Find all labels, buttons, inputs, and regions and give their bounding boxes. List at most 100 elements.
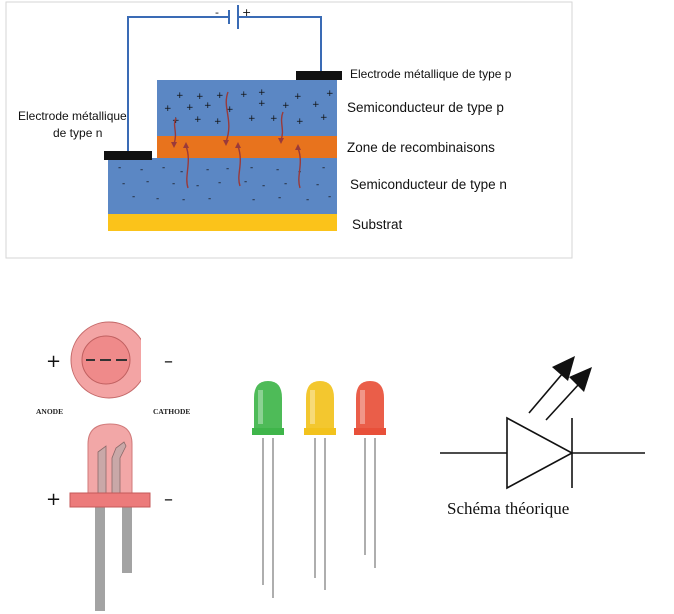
led-side-plus: + <box>46 489 61 510</box>
hole-charges: +++++++++++++++++++++ <box>164 88 334 127</box>
hole-charge: + <box>282 101 290 111</box>
electron-charge: - <box>206 165 209 175</box>
arrow-p-1 <box>173 117 177 145</box>
electron-charge: - <box>250 163 253 173</box>
electron-charge: - <box>276 165 279 175</box>
hole-charge: + <box>226 105 234 115</box>
electron-charge: - <box>162 163 165 173</box>
arrowhead-p-2 <box>223 140 229 146</box>
label-substrate: Substrat <box>352 217 403 232</box>
label-electrode-n-line2: de type n <box>53 126 102 140</box>
hole-charge: + <box>164 104 172 114</box>
carrier-arrowheads <box>171 138 301 150</box>
hole-charge: + <box>270 114 278 124</box>
arrow-n-1 <box>185 145 189 189</box>
anode-lead <box>95 507 105 611</box>
symbol-light-arrowhead-2 <box>569 367 592 392</box>
hole-charge: + <box>204 101 212 111</box>
electron-charge: - <box>132 192 135 202</box>
electron-charge: - <box>306 195 309 205</box>
symbol-light-arrow-2 <box>545 383 580 421</box>
arrow-p-3 <box>280 111 284 141</box>
led-cathode-anvil <box>111 441 127 494</box>
anode-label: ANODE <box>36 407 63 416</box>
battery-minus: - <box>215 6 219 19</box>
electron-charge: - <box>322 163 325 173</box>
symbol-light-arrow-1 <box>528 372 564 414</box>
cathode-lead <box>122 507 132 573</box>
electron-charge: - <box>262 181 265 191</box>
electron-charge: - <box>122 179 125 189</box>
electron-charge: - <box>182 195 185 205</box>
led-top-minus: – <box>164 351 173 372</box>
hole-charge: + <box>176 91 184 101</box>
electron-charge: - <box>328 192 331 202</box>
arrowhead-n-1 <box>183 142 189 148</box>
hole-charge: + <box>216 91 224 101</box>
hole-charge: + <box>296 117 304 127</box>
p-electrode <box>296 71 342 80</box>
label-electrode-p: Electrode métallique de type p <box>350 67 512 81</box>
led-green-body <box>254 381 282 430</box>
electron-charge: - <box>180 167 183 177</box>
hole-charge: + <box>258 99 266 109</box>
arrowhead-p-1 <box>171 142 177 148</box>
hole-charge: + <box>240 90 248 100</box>
hole-charge: + <box>172 116 180 126</box>
wire-left <box>127 16 229 153</box>
hole-charge: + <box>294 92 302 102</box>
arrowhead-p-3 <box>278 138 284 144</box>
led-green-rim <box>252 428 284 435</box>
electron-charge: - <box>284 179 287 189</box>
electron-charge: - <box>146 177 149 187</box>
circuit: - + <box>127 5 322 153</box>
schema-caption: Schéma théorique <box>447 499 569 518</box>
led-yellow-rim <box>304 428 336 435</box>
p-semiconductor-layer <box>157 80 337 136</box>
led-red-rim <box>354 428 386 435</box>
label-recombination: Zone de recombinaisons <box>347 140 495 155</box>
led-anode-post <box>97 445 107 494</box>
colored-leds <box>252 381 386 598</box>
label-semi-p: Semiconducteur de type p <box>347 100 504 115</box>
symbol-light-arrowhead-1 <box>552 356 575 381</box>
electron-charge: - <box>244 177 247 187</box>
symbol-triangle <box>506 416 574 490</box>
hole-charge: + <box>186 103 194 113</box>
hole-charge: + <box>320 113 328 123</box>
hole-charge: + <box>214 117 222 127</box>
arrow-p-2 <box>225 91 230 143</box>
recombination-zone <box>157 136 337 158</box>
electron-charge: - <box>118 163 121 173</box>
led-yellow-body <box>306 381 334 430</box>
led-side-view <box>69 423 151 611</box>
electron-charge: - <box>226 164 229 174</box>
electron-charge: - <box>316 180 319 190</box>
led-green-highlight <box>258 390 263 424</box>
battery-plus: + <box>242 6 251 19</box>
electron-charge: - <box>278 193 281 203</box>
wire-right <box>238 16 322 71</box>
electron-charge: - <box>196 181 199 191</box>
electron-charge: - <box>218 178 221 188</box>
arrow-n-2 <box>237 145 241 187</box>
hole-charge: + <box>248 114 256 124</box>
led-layers <box>104 71 342 231</box>
led-side-dome <box>87 423 133 494</box>
arrowhead-n-3 <box>295 144 301 150</box>
led-red-highlight <box>360 390 365 424</box>
hole-charge: + <box>194 115 202 125</box>
led-side-flange <box>69 492 151 508</box>
carrier-arrows <box>173 91 301 189</box>
hole-charge: + <box>326 89 334 99</box>
led-top-flat-edge <box>141 330 151 390</box>
led-red-body <box>356 381 384 430</box>
arrow-n-3 <box>297 147 301 189</box>
electron-charge: - <box>172 179 175 189</box>
label-electrode-n-line1: Electrode métallique <box>18 109 127 123</box>
electron-charge: - <box>140 165 143 175</box>
hole-charge: + <box>196 92 204 102</box>
cathode-label: CATHODE <box>153 407 190 416</box>
electron-charge: - <box>252 195 255 205</box>
